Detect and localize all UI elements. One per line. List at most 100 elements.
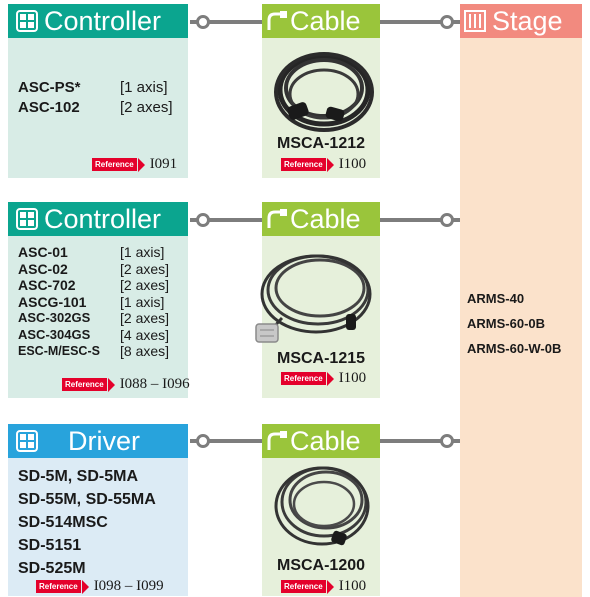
- driver-model: SD-525M: [18, 560, 86, 577]
- stage-title: Stage: [492, 6, 563, 36]
- stage-header: Stage: [460, 4, 582, 38]
- model-axes: [8 axes]: [120, 343, 170, 359]
- stage-panel: [460, 8, 582, 597]
- reference-tag: Reference: [92, 158, 137, 171]
- reference-arrow-icon: [81, 579, 89, 594]
- driver-header: Driver: [8, 424, 188, 458]
- cable-icon: [267, 209, 287, 228]
- jack-icon: [196, 213, 210, 227]
- reference-page: I100: [338, 370, 367, 386]
- reference-tag: Reference: [281, 372, 326, 385]
- controller-title: Controller: [44, 6, 162, 36]
- stage-icon: [464, 10, 486, 32]
- model-row: ASC-PS* [1 axis]: [18, 78, 173, 98]
- jack-icon: [196, 15, 210, 29]
- driver-model: SD-514MSC: [18, 514, 108, 531]
- driver-model: SD-5M, SD-5MA: [18, 468, 139, 485]
- reference-page: I100: [338, 156, 367, 172]
- driver-model: SD-55M, SD-55MA: [18, 491, 156, 508]
- cable-model-2: MSCA-1215: [276, 350, 366, 367]
- reference-arrow-icon: [326, 157, 334, 172]
- driver-model-list: SD-5M, SD-5MA SD-55M, SD-55MA SD-514MSC …: [18, 465, 156, 580]
- cable-title: Cable: [290, 426, 361, 456]
- jack-icon: [440, 15, 454, 29]
- reference-tag: Reference: [281, 158, 326, 171]
- driver-model: SD-5151: [18, 537, 82, 554]
- stage-model: ARMS-60-0B: [467, 316, 546, 331]
- connector-line: [190, 20, 262, 24]
- reference-link-2[interactable]: Reference I088 – I096: [62, 376, 190, 393]
- reference-arrow-icon: [326, 579, 334, 594]
- reference-link-1[interactable]: Reference I091: [92, 156, 177, 173]
- stage-model: ARMS-60-W-0B: [467, 341, 562, 356]
- controller-icon: [16, 208, 38, 230]
- model-row: ASC-01 [1 axis]: [18, 244, 169, 261]
- cable-image-1200: [274, 466, 370, 546]
- reference-page: I091: [149, 156, 178, 172]
- model-row: ASC-102 [2 axes]: [18, 98, 173, 118]
- connector-line: [190, 439, 262, 443]
- controller-model-list-1: ASC-PS* [1 axis] ASC-102 [2 axes]: [18, 78, 173, 118]
- jack-icon: [440, 434, 454, 448]
- model-name: ASC-102: [18, 99, 80, 116]
- model-axes: [4 axes]: [120, 326, 170, 343]
- cable-reference-link-2[interactable]: Reference I100: [281, 370, 366, 387]
- model-name: ASC-02: [18, 260, 68, 277]
- cable-image-1212: [274, 52, 374, 132]
- model-name: ASC-304GS: [18, 326, 91, 342]
- connector-line: [190, 218, 262, 222]
- cable-image-1215: [255, 254, 372, 343]
- connector-line: [380, 439, 460, 443]
- model-axes: [2 axes]: [120, 99, 173, 116]
- driver-title: Driver: [68, 426, 140, 456]
- controller-icon: [16, 10, 38, 32]
- cable-title: Cable: [290, 204, 361, 234]
- model-name: ASCG-101: [18, 293, 87, 310]
- cable-header-1: Cable: [262, 4, 380, 38]
- model-row: ASC-02 [2 axes]: [18, 261, 169, 278]
- cable-icon: [267, 11, 287, 30]
- jack-icon: [196, 434, 210, 448]
- reference-arrow-icon: [326, 371, 334, 386]
- reference-page: I098 – I099: [93, 578, 164, 594]
- reference-link-3[interactable]: Reference I098 – I099: [36, 578, 164, 595]
- cable-reference-link-3[interactable]: Reference I100: [281, 578, 366, 595]
- cable-title: Cable: [290, 6, 361, 36]
- model-row: ASC-302GS [2 axes]: [18, 310, 169, 327]
- controller-model-list-2: ASC-01 [1 axis] ASC-02 [2 axes] ASC-702 …: [18, 244, 169, 360]
- reference-page: I088 – I096: [119, 376, 190, 392]
- model-name: ASC-01: [18, 244, 68, 260]
- reference-tag: Reference: [62, 378, 107, 391]
- reference-page: I100: [338, 578, 367, 594]
- cable-header-3: Cable: [262, 424, 380, 458]
- model-row: ASC-304GS [4 axes]: [18, 327, 169, 344]
- reference-tag: Reference: [36, 580, 81, 593]
- controller-header-1: Controller: [8, 4, 188, 38]
- cable-model-1: MSCA-1212: [276, 135, 366, 152]
- reference-arrow-icon: [137, 157, 145, 172]
- stage-model: ARMS-40: [467, 291, 525, 306]
- controller-panel-2: [8, 206, 188, 398]
- model-axes: [2 axes]: [120, 310, 170, 326]
- reference-tag: Reference: [281, 580, 326, 593]
- model-axes: [1 axis]: [120, 79, 168, 96]
- driver-icon: [16, 430, 38, 452]
- model-axes: [2 axes]: [120, 260, 170, 277]
- model-name: ESC-M/ESC-S: [18, 344, 100, 358]
- model-axes: [1 axis]: [120, 244, 165, 260]
- cable-header-2: Cable: [262, 202, 380, 236]
- cable-reference-link-1[interactable]: Reference I100: [281, 156, 366, 173]
- stage-model-list: ARMS-40 ARMS-60-0B ARMS-60-W-0B: [467, 286, 561, 361]
- model-row: ESC-M/ESC-S [8 axes]: [18, 343, 169, 360]
- model-name: ASC-302GS: [18, 310, 91, 325]
- controller-header-2: Controller: [8, 202, 188, 236]
- model-axes: [1 axis]: [120, 293, 165, 310]
- reference-arrow-icon: [107, 377, 115, 392]
- model-row: ASC-702 [2 axes]: [18, 277, 169, 294]
- cable-model-3: MSCA-1200: [276, 557, 366, 574]
- model-row: ASCG-101 [1 axis]: [18, 294, 169, 311]
- connector-line: [380, 218, 460, 222]
- connector-line: [380, 20, 460, 24]
- jack-icon: [440, 213, 454, 227]
- model-name: ASC-702: [18, 277, 76, 293]
